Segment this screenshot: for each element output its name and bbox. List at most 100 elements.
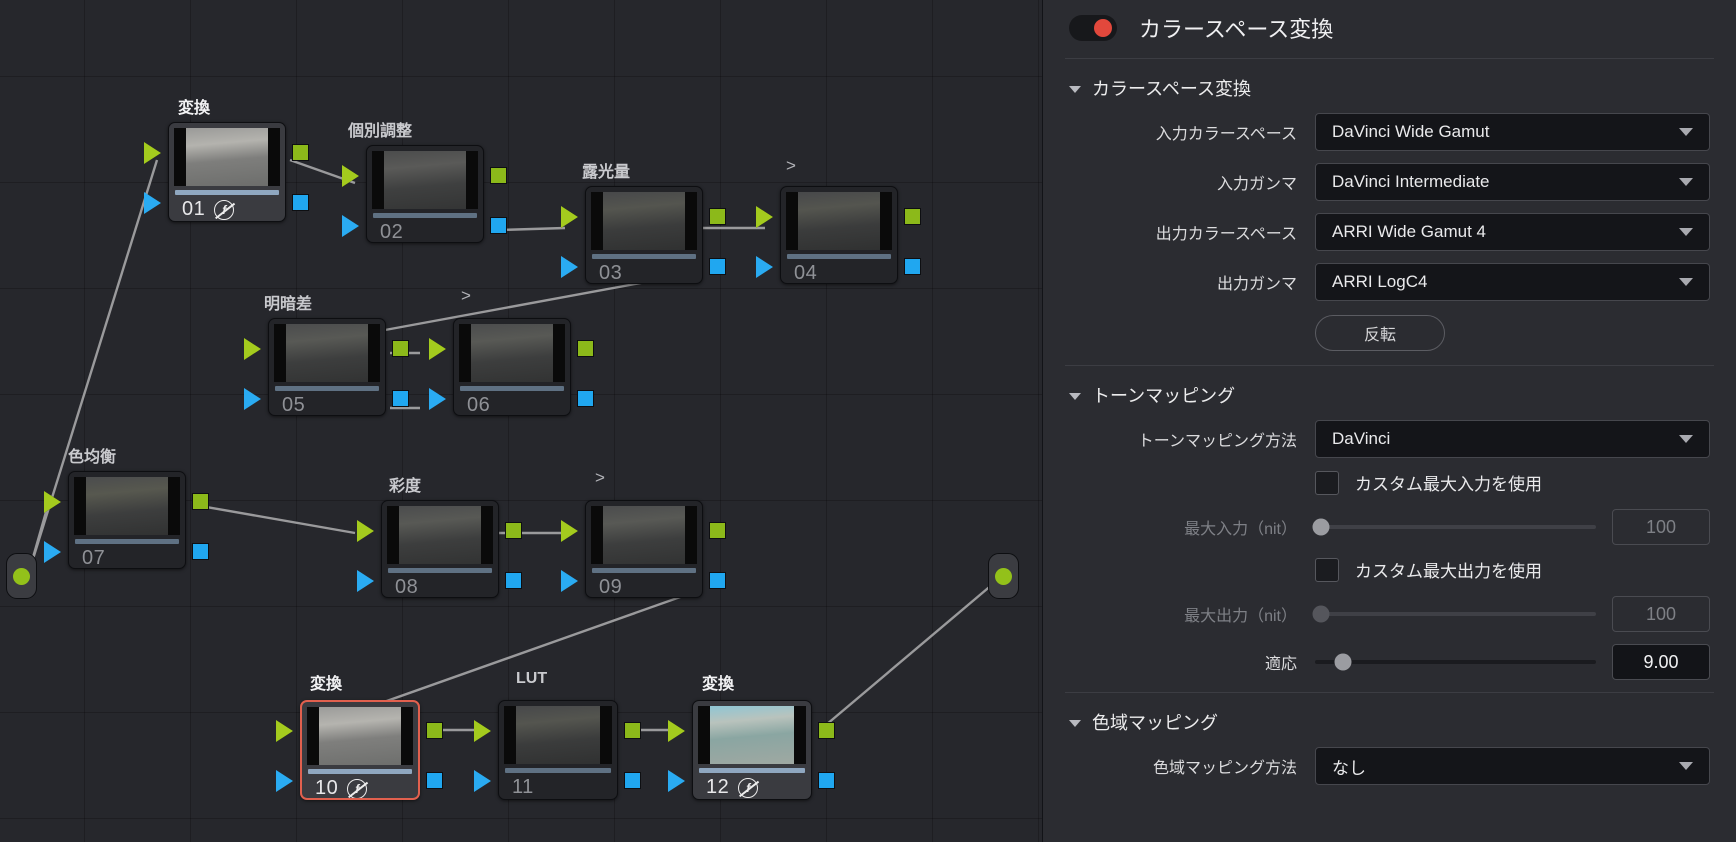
- node-02-input-blue[interactable]: [342, 215, 359, 237]
- node-06-input-green[interactable]: [429, 338, 446, 360]
- source-node[interactable]: [6, 553, 37, 599]
- node-03-label: 露光量: [582, 164, 631, 181]
- value-max-input[interactable]: 100: [1612, 509, 1710, 545]
- node-05-input-green[interactable]: [244, 338, 261, 360]
- node-10-output-green[interactable]: [426, 722, 443, 739]
- node-05-input-blue[interactable]: [244, 388, 261, 410]
- checkbox-row-max-input: カスタム最大入力を使用: [1043, 470, 1736, 495]
- node-05-output-blue[interactable]: [392, 390, 409, 407]
- section-title-tonemapping: トーンマッピング: [1092, 386, 1236, 406]
- slider-knob-max-output[interactable]: [1312, 605, 1330, 623]
- node-09-input-blue[interactable]: [561, 570, 578, 592]
- slider-track-max-input[interactable]: [1312, 518, 1596, 536]
- node-03-output-green[interactable]: [709, 208, 726, 225]
- node-graph-canvas[interactable]: 変換 01 f 個別調整: [0, 0, 1042, 842]
- node-12-input-green[interactable]: [668, 720, 685, 742]
- node-07-input-green[interactable]: [44, 491, 61, 513]
- node-11-box[interactable]: 11: [498, 700, 618, 800]
- node-12-output-blue[interactable]: [818, 772, 835, 789]
- node-04-input-green[interactable]: [756, 206, 773, 228]
- node-04-input-blue[interactable]: [756, 256, 773, 278]
- node-09-output-blue[interactable]: [709, 572, 726, 589]
- node-04-output-blue[interactable]: [904, 258, 921, 275]
- node-10-input-blue[interactable]: [276, 770, 293, 792]
- node-06-output-green[interactable]: [577, 340, 594, 357]
- node-08-box[interactable]: 08: [381, 500, 499, 598]
- node-07-input-blue[interactable]: [44, 541, 61, 563]
- slider-knob-max-input[interactable]: [1312, 518, 1330, 536]
- checkbox-use-custom-max-input[interactable]: [1315, 470, 1339, 495]
- slider-track-adaptation[interactable]: [1315, 653, 1596, 671]
- node-03-box[interactable]: 03: [585, 186, 703, 284]
- node-02-input-green[interactable]: [342, 165, 359, 187]
- section-header-colorspace[interactable]: カラースペース変換: [1043, 59, 1736, 113]
- invert-button-row: 反転: [1043, 313, 1736, 351]
- node-01-input-blue[interactable]: [144, 192, 161, 214]
- node-01-output-blue[interactable]: [292, 194, 309, 211]
- node-07-output-blue[interactable]: [192, 543, 209, 560]
- node-02-output-green[interactable]: [490, 167, 507, 184]
- node-01-output-green[interactable]: [292, 144, 309, 161]
- node-12-box[interactable]: 12 f: [692, 700, 812, 800]
- node-04-output-green[interactable]: [904, 208, 921, 225]
- node-07-box[interactable]: 07: [68, 471, 186, 569]
- node-02-box[interactable]: 02: [366, 145, 484, 243]
- node-11-input-blue[interactable]: [474, 770, 491, 792]
- node-10-box[interactable]: 10 f: [300, 700, 420, 800]
- slider-max-output[interactable]: 100: [1312, 596, 1710, 632]
- node-06-input-blue[interactable]: [429, 388, 446, 410]
- node-08-output-green[interactable]: [505, 522, 522, 539]
- slider-track-max-output[interactable]: [1312, 605, 1596, 623]
- select-output-gamma[interactable]: ARRI LogC4: [1315, 263, 1710, 301]
- node-05-output-green[interactable]: [392, 340, 409, 357]
- slider-max-input[interactable]: 100: [1312, 509, 1710, 545]
- invert-button[interactable]: 反転: [1315, 315, 1445, 351]
- select-input-gamma-value: DaVinci Intermediate: [1332, 172, 1490, 191]
- output-node[interactable]: [988, 553, 1019, 599]
- node-11-output-green[interactable]: [624, 722, 641, 739]
- node-07-output-green[interactable]: [192, 493, 209, 510]
- node-10-output-blue[interactable]: [426, 772, 443, 789]
- node-05-box[interactable]: 05: [268, 318, 386, 416]
- node-11-output-blue[interactable]: [624, 772, 641, 789]
- node-01-input-green[interactable]: [144, 142, 161, 164]
- node-08-input-green[interactable]: [357, 520, 374, 542]
- value-adaptation[interactable]: 9.00: [1612, 644, 1710, 680]
- chevron-down-icon: [1069, 720, 1081, 727]
- select-tonemapping-method[interactable]: DaVinci: [1315, 420, 1710, 458]
- field-input-colorspace: 入力カラースペース DaVinci Wide Gamut: [1043, 113, 1736, 151]
- node-12-input-blue[interactable]: [668, 770, 685, 792]
- node-03-input-blue[interactable]: [561, 256, 578, 278]
- select-input-colorspace[interactable]: DaVinci Wide Gamut: [1315, 113, 1710, 151]
- node-06-output-blue[interactable]: [577, 390, 594, 407]
- node-02-output-blue[interactable]: [490, 217, 507, 234]
- node-09-bar: [592, 568, 696, 573]
- node-09-input-green[interactable]: [561, 520, 578, 542]
- select-gamut-mapping-method-value: なし: [1332, 758, 1366, 778]
- node-01-box[interactable]: 01 f: [168, 122, 286, 222]
- node-03-output-blue[interactable]: [709, 258, 726, 275]
- node-09-output-green[interactable]: [709, 522, 726, 539]
- node-11-input-green[interactable]: [474, 720, 491, 742]
- select-gamut-mapping-method[interactable]: なし: [1315, 747, 1710, 785]
- section-header-tonemapping[interactable]: トーンマッピング: [1043, 366, 1736, 420]
- node-09-box[interactable]: 09: [585, 500, 703, 598]
- select-output-colorspace[interactable]: ARRI Wide Gamut 4: [1315, 213, 1710, 251]
- value-max-output[interactable]: 100: [1612, 596, 1710, 632]
- node-02-bar: [373, 213, 477, 218]
- node-10-input-green[interactable]: [276, 720, 293, 742]
- section-header-gamut-mapping[interactable]: 色域マッピング: [1043, 693, 1736, 747]
- node-03-number: 03: [599, 262, 623, 284]
- label-max-output: 最大出力（nit）: [1184, 608, 1297, 625]
- node-03-input-green[interactable]: [561, 206, 578, 228]
- select-input-gamma[interactable]: DaVinci Intermediate: [1315, 163, 1710, 201]
- effect-enable-toggle[interactable]: [1069, 15, 1117, 41]
- node-08-input-blue[interactable]: [357, 570, 374, 592]
- node-12-output-green[interactable]: [818, 722, 835, 739]
- node-04-box[interactable]: 04: [780, 186, 898, 284]
- slider-knob-adaptation[interactable]: [1334, 653, 1352, 671]
- slider-adaptation[interactable]: 9.00: [1315, 644, 1710, 680]
- node-06-box[interactable]: 06: [453, 318, 571, 416]
- node-08-output-blue[interactable]: [505, 572, 522, 589]
- checkbox-use-custom-max-output[interactable]: [1315, 557, 1339, 582]
